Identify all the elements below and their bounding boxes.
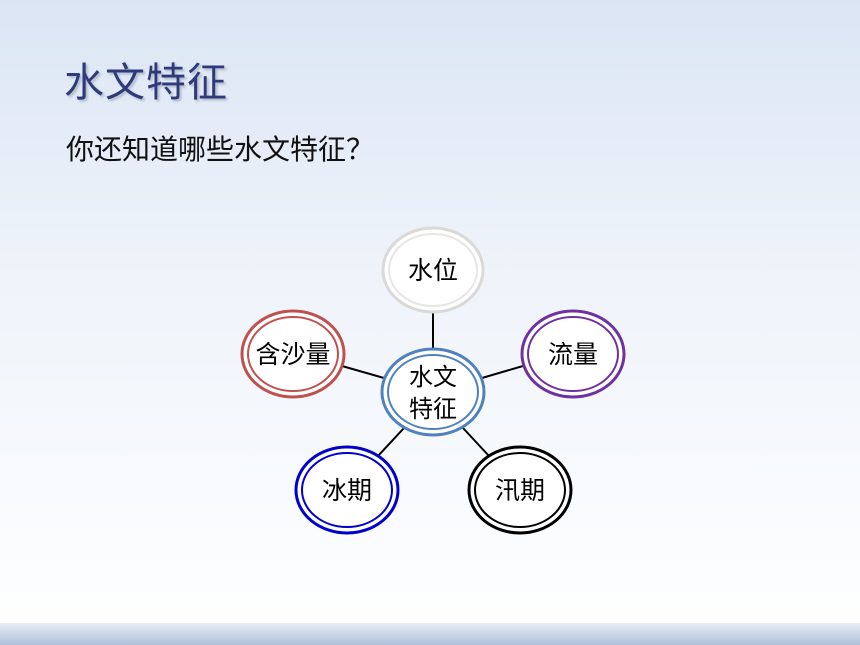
connector-sediment xyxy=(341,365,385,379)
bottom-decoration-bar xyxy=(0,623,860,645)
center-node-line2: 特征 xyxy=(409,395,457,423)
node-ice-period: 冰期 xyxy=(294,445,400,535)
connector-ice-period xyxy=(377,427,405,457)
node-flow: 流量 xyxy=(520,309,626,399)
center-node-line1: 水文 xyxy=(409,363,457,391)
node-water-level: 水位 xyxy=(381,226,485,314)
slide-title: 水文特征 xyxy=(64,60,228,106)
slide-question: 你还知道哪些水文特征？ xyxy=(66,133,375,166)
node-water-level-label: 水位 xyxy=(408,256,458,285)
node-flood-season: 汛期 xyxy=(467,445,573,535)
center-node: 水文 特征 xyxy=(380,347,486,437)
node-flood-season-label: 汛期 xyxy=(495,476,545,505)
connector-flood-season xyxy=(462,427,490,457)
node-ice-period-label: 冰期 xyxy=(322,476,372,505)
node-sediment-content-label: 含沙量 xyxy=(255,340,330,369)
node-flow-label: 流量 xyxy=(548,340,598,369)
node-sediment-content: 含沙量 xyxy=(240,309,346,399)
connector-flow xyxy=(481,365,524,379)
